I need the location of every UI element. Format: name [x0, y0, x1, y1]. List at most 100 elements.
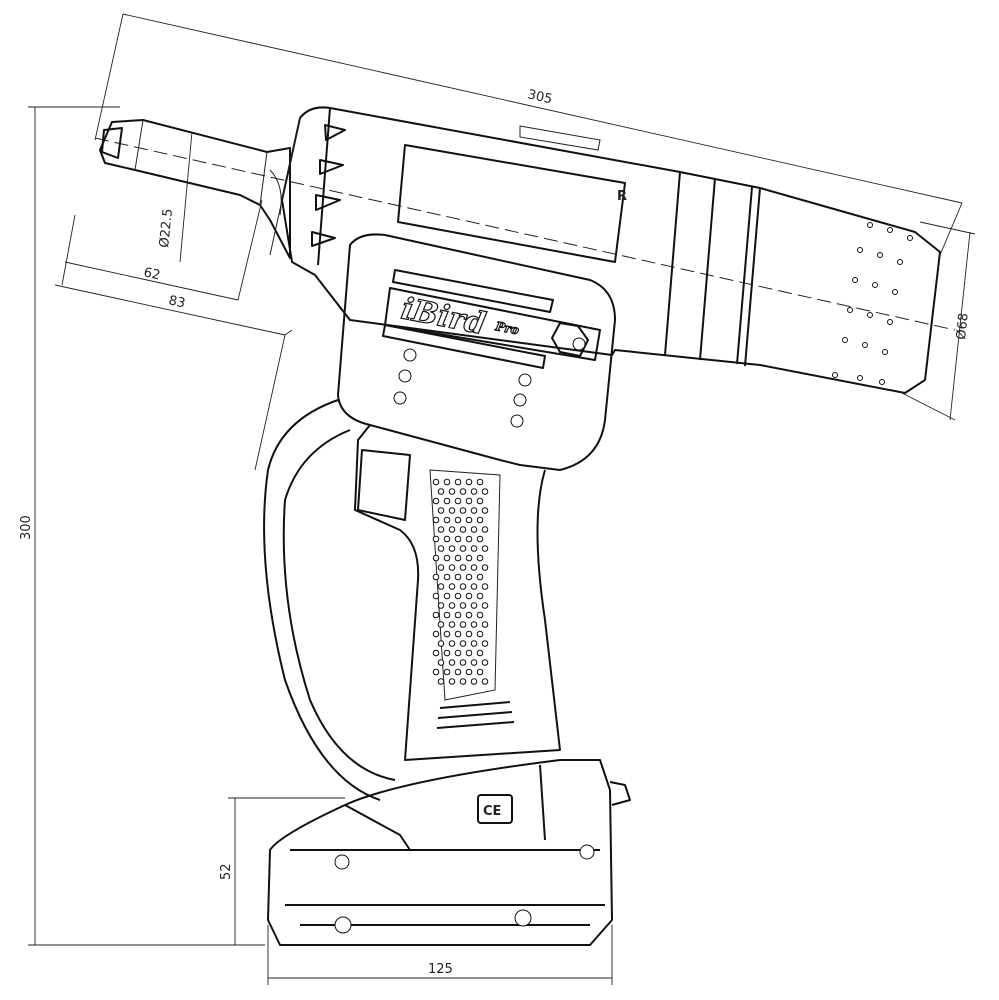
- grip-dot: [465, 516, 473, 524]
- dimension-overall-length: 305: [94, 13, 963, 256]
- grip-dot: [465, 668, 473, 676]
- grip-dot: [448, 507, 456, 514]
- grip-dot: [476, 611, 484, 619]
- dimension-battery-length: 125: [267, 925, 613, 985]
- grip-dot: [432, 649, 440, 657]
- grip-dot: [454, 478, 462, 486]
- grip-dot: [432, 554, 440, 562]
- dimension-nose-length: 62: [61, 199, 263, 301]
- grip-dot: [443, 573, 451, 581]
- grip-dot: [432, 478, 440, 486]
- grip-dot: [481, 640, 489, 647]
- grip-dot: [465, 649, 473, 657]
- grip-dot: [459, 659, 467, 666]
- grip-dot: [448, 659, 456, 666]
- tool-head: R: [269, 106, 941, 394]
- svg-text:305: 305: [526, 87, 554, 107]
- grip-dot: [481, 507, 489, 514]
- grip-dot: [437, 488, 445, 495]
- dimension-body-diameter: Ø68: [899, 221, 976, 421]
- nose-piece: [99, 119, 291, 259]
- grip-dot: [476, 516, 484, 524]
- grip-dot: [437, 621, 445, 628]
- grip-dot: [465, 478, 473, 486]
- dimension-overall-height: 300: [19, 106, 265, 946]
- grip-dot: [476, 668, 484, 676]
- grip-dot: [481, 545, 489, 552]
- grip-dots: [432, 478, 489, 685]
- grip-dot: [454, 516, 462, 524]
- grip-dot: [448, 545, 456, 552]
- svg-text:300: 300: [19, 515, 34, 540]
- grip-dot: [448, 678, 456, 685]
- grip-dot: [454, 649, 462, 657]
- grip-dot: [432, 497, 440, 505]
- grip-dot: [465, 630, 473, 638]
- grip-dot: [481, 526, 489, 533]
- svg-text:62: 62: [142, 265, 161, 283]
- grip-dot: [476, 554, 484, 562]
- grip-dot: [481, 659, 489, 666]
- grip-dot: [448, 564, 456, 571]
- grip-dot: [459, 545, 467, 552]
- ce-mark: CE: [483, 804, 501, 819]
- grip-dot: [443, 649, 451, 657]
- grip-dot: [448, 640, 456, 647]
- grip-dot: [465, 535, 473, 543]
- grip-dot: [459, 526, 467, 533]
- grip-dot: [476, 573, 484, 581]
- grip-dot: [481, 488, 489, 495]
- grip-dot: [437, 602, 445, 609]
- grip-dot: [470, 526, 478, 533]
- grip-dot: [432, 535, 440, 543]
- grip-dot: [443, 668, 451, 676]
- grip-dot: [443, 497, 451, 505]
- mark-r: R: [617, 189, 627, 204]
- grip-dot: [481, 621, 489, 628]
- grip-dot: [476, 649, 484, 657]
- vent-holes: [832, 222, 913, 385]
- grip-dot: [443, 592, 451, 600]
- grip-dot: [470, 488, 478, 495]
- grip-dot: [481, 678, 489, 685]
- handle: [263, 399, 561, 801]
- grip-dot: [454, 630, 462, 638]
- grip-dot: [437, 678, 445, 685]
- grip-dot: [465, 573, 473, 581]
- grip-dot: [470, 621, 478, 628]
- grip-dot: [465, 497, 473, 505]
- grip-dot: [470, 659, 478, 666]
- dimension-nose-diameter: Ø22.5: [157, 131, 193, 263]
- grip-dot: [459, 583, 467, 590]
- grip-dot: [432, 611, 440, 619]
- grip-dot: [454, 611, 462, 619]
- svg-text:Ø68: Ø68: [954, 312, 972, 340]
- grip-dot: [470, 507, 478, 514]
- grip-dot: [481, 564, 489, 571]
- grip-dot: [465, 611, 473, 619]
- grip-dot: [470, 640, 478, 647]
- grip-dot: [443, 630, 451, 638]
- brand-sub: Pro: [493, 319, 520, 337]
- grip-dot: [432, 668, 440, 676]
- dimension-battery-height: 52: [219, 797, 345, 945]
- grip-dot: [448, 621, 456, 628]
- svg-text:Ø22.5: Ø22.5: [157, 208, 176, 249]
- grip-dot: [432, 630, 440, 638]
- grip-dot: [432, 592, 440, 600]
- grip-dot: [454, 497, 462, 505]
- grip-dot: [448, 488, 456, 495]
- grip-dot: [443, 554, 451, 562]
- grip-dot: [470, 583, 478, 590]
- grip-dot: [459, 564, 467, 571]
- grip-dot: [459, 640, 467, 647]
- grip-dot: [443, 535, 451, 543]
- grip-dot: [470, 678, 478, 685]
- grip-dot: [454, 554, 462, 562]
- grip-dot: [454, 535, 462, 543]
- grip-dot: [454, 573, 462, 581]
- grip-dot: [465, 592, 473, 600]
- grip-dot: [443, 478, 451, 486]
- grip-dot: [459, 678, 467, 685]
